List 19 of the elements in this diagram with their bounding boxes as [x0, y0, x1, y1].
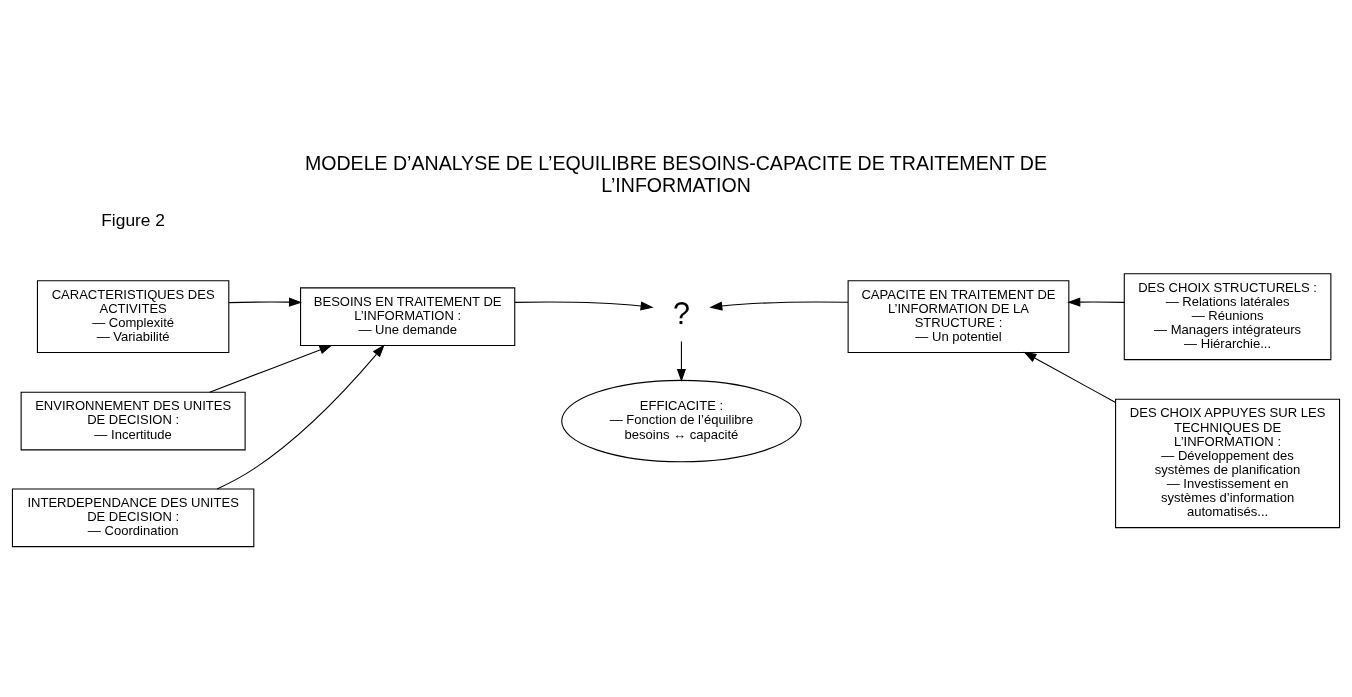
label: Figure 2: [101, 210, 165, 231]
arrow: [709, 301, 849, 311]
arrow: [1067, 297, 1125, 307]
node-box: BESOINS EN TRAITEMENT DE L’INFORMATION : — Une demande: [300, 287, 516, 347]
arrow: [209, 345, 333, 393]
node-box: DES CHOIX STRUCTURELS : — Relations latérales — Réunions — Managers intégrateurs — Hiérarchie...: [1123, 273, 1332, 361]
node-box: CARACTERISTIQUES DES ACTIVITES — Complexité — Variabilité: [36, 280, 230, 354]
node-box: CAPACITE EN TRAITEMENT DE L’INFORMATION DE LA STRUCTURE : — Un potentiel: [847, 280, 1070, 354]
arrow: [216, 344, 385, 490]
arrow: [228, 297, 303, 307]
node-box: ENVIRONNEMENT DES UNITES DE DECISION : — Incertitude: [20, 391, 246, 451]
node-box: DES CHOIX APPUYES SUR LES TECHNIQUES DE L’INFORMATION : — Développement des systèmes de planification — Investissement en systèmes d’information automatisés...: [1115, 398, 1341, 529]
arrow: [676, 341, 686, 382]
node-ellipse: EFFICACITE : — Fonction de l’équilibre besoins ↔ capacité: [561, 379, 802, 463]
node-text: ?: [672, 296, 690, 331]
arrow: [514, 301, 654, 311]
diagram-title: MODELE D’ANALYSE DE L’EQUILIBRE BESOINS-CAPACITE DE TRAITEMENT DE L’INFORMATION: [304, 152, 1048, 197]
node-box: INTERDEPENDANCE DES UNITES DE DECISION : — Coordination: [11, 488, 255, 548]
arrow: [1023, 351, 1117, 404]
